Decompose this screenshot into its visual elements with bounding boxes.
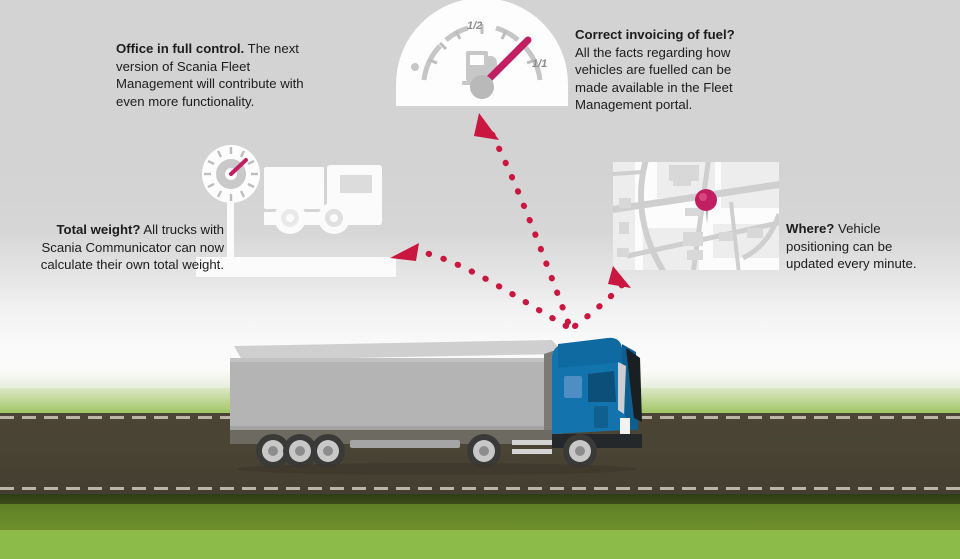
truck-shadow: [237, 463, 637, 475]
weighbridge-plate: [196, 257, 396, 277]
wheel: [311, 434, 345, 468]
wheel: [467, 434, 501, 468]
empty-tank-icon: [411, 63, 419, 71]
where-callout-body: Vehicle positioning can be updated every…: [786, 221, 917, 271]
fuel-callout-body: All the facts regarding how vehicles are…: [575, 44, 733, 113]
cab-roof-fairing: [558, 337, 622, 368]
cab-front-shadow: [626, 348, 642, 422]
map-pin-icon: [695, 189, 717, 224]
truck-icon-wheels: [274, 202, 350, 234]
truck-graphics: [230, 337, 642, 475]
truck-side-icon: [264, 165, 382, 237]
map-graphics: [613, 162, 779, 270]
fuel-gauge: 1/2 1/1: [396, 0, 568, 106]
weight-dial-needle: [229, 158, 248, 176]
cab-step: [620, 418, 630, 440]
cab-mirror: [618, 362, 626, 414]
grass-verge-dark: [0, 494, 960, 504]
chassis-rail: [350, 440, 460, 448]
map-panel: [613, 162, 779, 270]
fuel-gauge-label-full: 1/1: [532, 58, 548, 70]
cab-door-panel: [594, 406, 608, 428]
trailer-body: [230, 358, 552, 430]
cab-side-window: [564, 376, 582, 398]
weight-callout-heading: Total weight?: [56, 222, 141, 237]
weight-scale-post: [227, 201, 234, 261]
trailer-roof: [234, 340, 564, 360]
weight-callout-body: All trucks with Scania Communicator can …: [40, 222, 224, 272]
weight-dial-ticks: [204, 147, 258, 201]
scania-truck: [222, 318, 652, 478]
wheel: [283, 434, 317, 468]
truck-icon-trailer: [264, 167, 324, 209]
wheel: [563, 434, 597, 468]
grass-verge-mid: [0, 504, 960, 530]
wheel: [256, 434, 290, 468]
office-callout-body: The next version of Scania Fleet Managem…: [116, 41, 304, 109]
fuel-callout: Correct invoicing of fuel? All the facts…: [575, 26, 743, 114]
fuel-callout-heading: Correct invoicing of fuel?: [575, 27, 735, 42]
fuel-gauge-graphics: [411, 24, 543, 99]
grass-verge: [0, 530, 960, 559]
where-callout: Where? Vehicle positioning can be update…: [786, 220, 936, 273]
fuel-gauge-needle: [470, 36, 532, 99]
fuel-gauge-label-half: 1/2: [467, 20, 483, 32]
truck-icon-window: [340, 175, 372, 193]
weight-dial-icon: [202, 145, 260, 203]
cab-windscreen: [588, 371, 616, 402]
truck-wheels: [256, 434, 597, 468]
road-edge-line-bottom: [0, 487, 960, 490]
office-callout: Office in full control. The next version…: [116, 40, 316, 110]
where-callout-heading: Where?: [786, 221, 835, 236]
weight-callout: Total weight? All trucks with Scania Com…: [34, 221, 224, 274]
office-callout-heading: Office in full control.: [116, 41, 245, 56]
weight-scale: [196, 145, 396, 277]
